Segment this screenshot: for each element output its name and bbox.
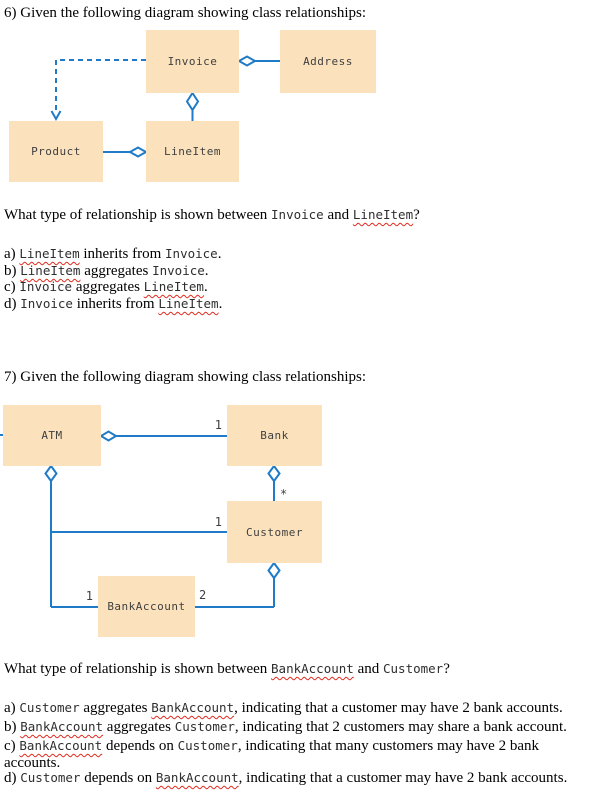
class-label-product: Product — [31, 145, 81, 158]
aggregation-diamond-bank-bottom-icon — [267, 464, 281, 483]
question-6-option-a: a) LineItem inherits from Invoice. — [4, 246, 221, 262]
text-segment: . — [204, 263, 209, 279]
text-segment: and — [353, 661, 383, 677]
class-box-lineitem: LineItem — [146, 121, 239, 182]
question-7-option-c: c) BankAccount depends on Customer, indi… — [4, 738, 539, 754]
text-segment: aggregates — [103, 719, 175, 735]
multiplicity-bank-customer: * — [280, 487, 288, 501]
text-segment: inherits from — [72, 296, 159, 312]
text-segment: accounts. — [4, 755, 61, 771]
code-token: Customer — [383, 661, 444, 676]
question-6-text: What type of relationship is shown betwe… — [4, 207, 420, 223]
text-segment: b) — [4, 719, 21, 735]
class-label-lineitem: LineItem — [164, 145, 221, 158]
text-segment: . — [218, 296, 223, 312]
code-token: Invoice — [19, 279, 73, 294]
class-box-invoice: Invoice — [146, 30, 239, 93]
question-7-option-c-wrap: accounts. — [4, 755, 60, 771]
code-token: LineItem — [352, 207, 414, 222]
text-segment: c) — [4, 738, 20, 754]
code-token: Customer — [19, 700, 80, 715]
uml-connectors-q6 — [50, 55, 280, 158]
text-segment: and — [323, 207, 353, 223]
text-segment: aggregates — [72, 279, 144, 295]
aggregation-diamond-customer-bottom-icon — [267, 561, 281, 580]
code-token: Customer — [177, 738, 238, 753]
code-token: Invoice — [20, 296, 73, 311]
text-segment: a) — [4, 246, 20, 262]
class-box-atm: ATM — [3, 405, 101, 466]
question-7-heading: 7) Given the following diagram showing c… — [4, 369, 367, 385]
code-token: Customer — [174, 719, 235, 734]
class-label-customer: Customer — [246, 525, 303, 539]
code-token: Invoice — [165, 246, 218, 261]
question-6-option-c: c) Invoice aggregates LineItem. — [4, 279, 208, 295]
aggregation-diamond-invoice-address-icon — [236, 55, 258, 67]
dependency-dashed-line — [55, 59, 146, 113]
question-6-option-d: d) Invoice inherits from LineItem. — [4, 296, 222, 312]
class-box-bank: Bank — [227, 405, 322, 466]
code-token: BankAccount — [151, 700, 235, 715]
text-segment: a) — [4, 700, 20, 716]
text-segment: d) — [4, 770, 21, 786]
text-segment: , indicating that a customer may have 2 … — [238, 770, 568, 786]
code-token: BankAccount — [271, 661, 354, 676]
code-token: Customer — [20, 770, 81, 785]
text-segment: . — [217, 246, 222, 262]
multiplicity-atm-customer: 1 — [214, 515, 222, 529]
class-label-bank: Bank — [260, 429, 289, 442]
class-label-address: Address — [303, 55, 353, 68]
question-7-option-d: d) Customer depends on BankAccount, indi… — [4, 770, 567, 786]
text-segment: ? — [443, 661, 450, 677]
text-segment: , indicating that many customers may hav… — [237, 738, 539, 754]
dependency-arrowhead-icon — [50, 110, 62, 122]
code-token: Invoice — [152, 263, 205, 278]
multiplicity-customer-bankaccount: 2 — [199, 588, 207, 602]
text-segment: aggregates — [80, 263, 153, 279]
code-token: BankAccount — [155, 770, 239, 785]
class-label-invoice: Invoice — [167, 55, 218, 68]
text-segment: ? — [413, 207, 420, 223]
text-segment: . — [203, 279, 208, 295]
text-segment: What type of relationship is shown betwe… — [4, 661, 272, 677]
class-box-product: Product — [9, 121, 103, 182]
class-box-bankaccount: BankAccount — [98, 576, 195, 637]
code-token: LineItem — [19, 246, 80, 261]
code-token: BankAccount — [19, 738, 103, 753]
uml-connectors-q7 — [0, 430, 281, 608]
aggregation-diamond-atm-bottom-icon — [44, 464, 58, 483]
aggregation-diamond-atm-bank-icon — [99, 430, 118, 442]
text-segment: What type of relationship is shown betwe… — [4, 207, 272, 223]
class-box-customer: Customer — [227, 501, 322, 563]
aggregation-diamond-invoice-lineitem-icon — [185, 91, 200, 112]
question-6-heading: 6) Given the following diagram showing c… — [4, 5, 367, 21]
text-segment: depends on — [102, 738, 178, 754]
multiplicity-atm-bankaccount: 1 — [85, 589, 93, 603]
text-segment: aggregates — [79, 700, 152, 716]
text-segment: c) — [4, 279, 20, 295]
code-token: BankAccount — [20, 719, 104, 734]
code-token: LineItem — [158, 296, 219, 311]
class-box-address: Address — [280, 30, 376, 93]
class-label-bankaccount: BankAccount — [107, 600, 186, 613]
aggregation-diamond-product-lineitem-icon — [127, 146, 149, 158]
question-7-option-b: b) BankAccount aggregates Customer, indi… — [4, 719, 567, 735]
text-segment: , indicating that a customer may have 2 … — [234, 700, 563, 716]
text-segment: b) — [4, 263, 21, 279]
text-segment: inherits from — [79, 246, 166, 262]
question-7-option-a: a) Customer aggregates BankAccount, indi… — [4, 700, 563, 716]
code-token: LineItem — [20, 263, 81, 278]
text-segment: depends on — [80, 770, 156, 786]
question-6-option-b: b) LineItem aggregates Invoice. — [4, 263, 209, 279]
class-label-atm: ATM — [41, 429, 63, 442]
code-token: Invoice — [271, 207, 324, 222]
text-segment: d) — [4, 296, 21, 312]
text-segment: , indicating that 2 customers may share … — [234, 719, 567, 735]
question-7-text: What type of relationship is shown betwe… — [4, 661, 450, 677]
multiplicity-atm-bank: 1 — [214, 418, 222, 432]
code-token: LineItem — [143, 279, 204, 294]
